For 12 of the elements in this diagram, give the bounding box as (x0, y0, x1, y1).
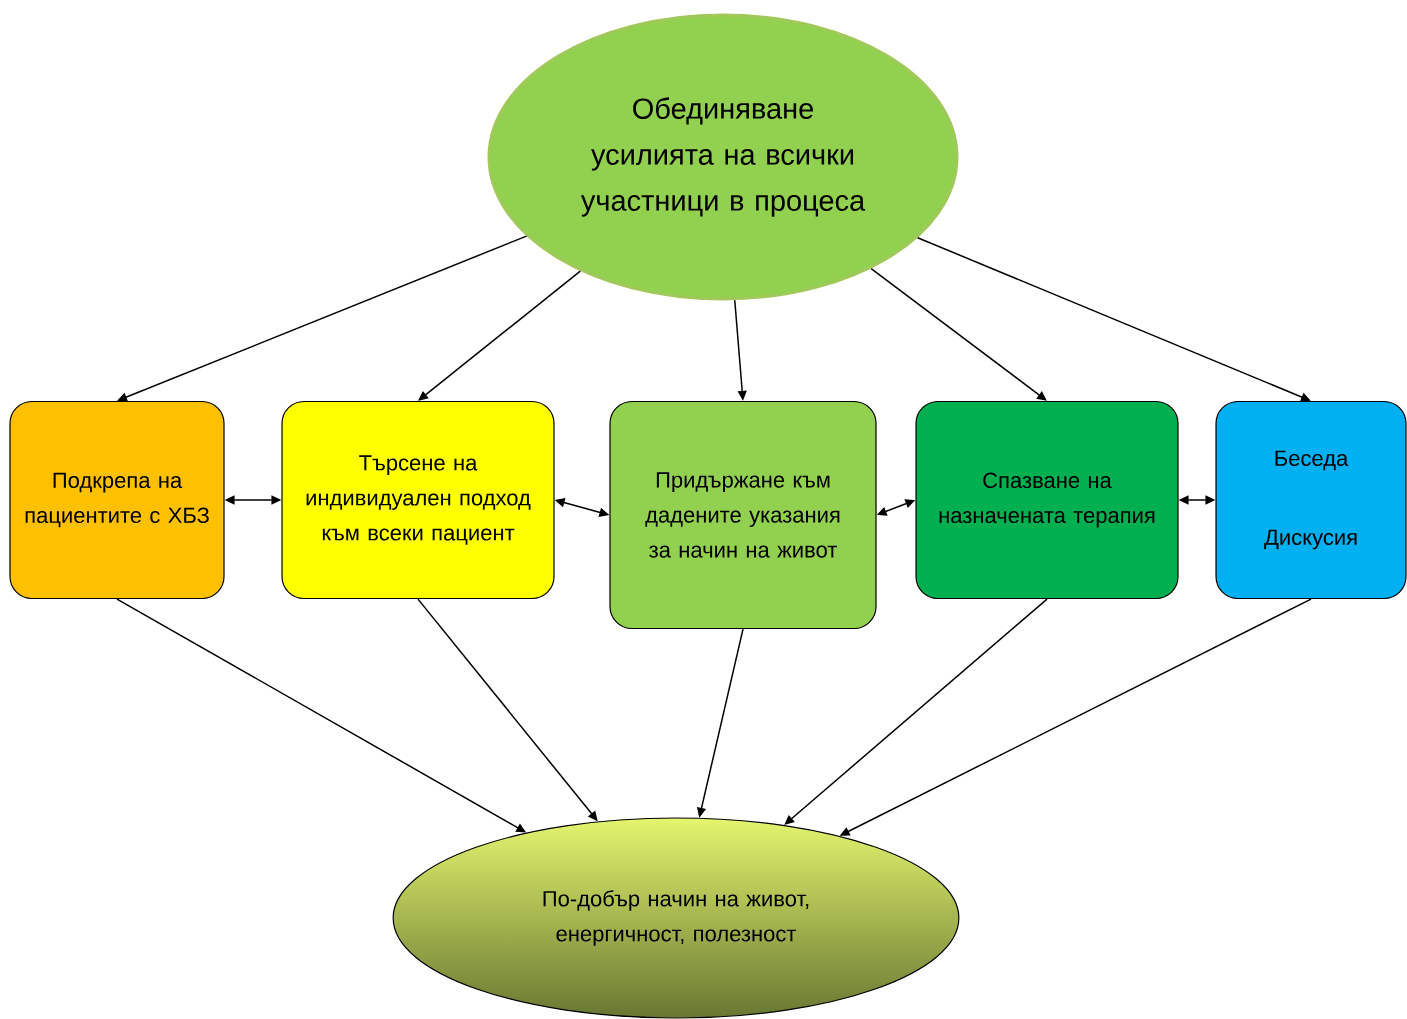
ellipse-node: По-добър начин на живот, енергичност, полезност (392, 817, 960, 1019)
arrow (916, 237, 1311, 402)
ellipse-node: Обединяване усилията на всички участници в процеса (487, 13, 959, 301)
process-box: Придържане към дадените указания за начин на живот (609, 400, 877, 630)
process-box: Спазване на назначената терапия (915, 400, 1179, 600)
arrow (117, 235, 528, 402)
process-box: Подкрепа на пациентите с ХБЗ (9, 400, 225, 600)
process-box: Търсене на индивидуален подход към всеки пациент (281, 400, 555, 600)
process-box: Беседа Дискусия (1215, 400, 1407, 600)
arrow (418, 270, 582, 401)
arrow (784, 598, 1048, 825)
arrow (870, 267, 1047, 401)
